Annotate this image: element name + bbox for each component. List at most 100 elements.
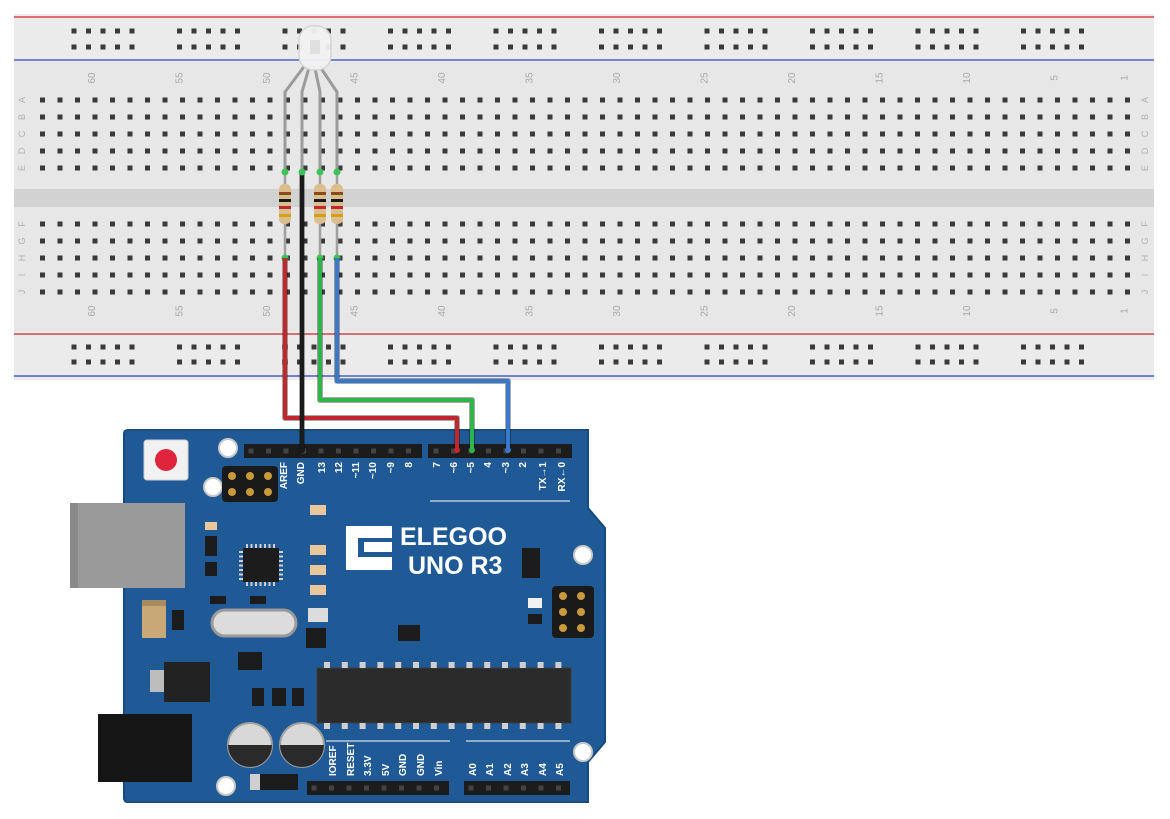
breadboard-hole	[705, 221, 710, 227]
breadboard-hole	[320, 148, 325, 154]
breadboard-hole	[792, 238, 798, 244]
breadboard-hole	[407, 221, 413, 227]
column-number: 15	[875, 305, 886, 317]
breadboard-hole	[162, 114, 168, 120]
breadboard-hole	[757, 255, 763, 261]
rail-hole	[508, 44, 513, 50]
chip-pin	[430, 662, 437, 668]
breadboard-hole	[40, 114, 45, 120]
header-pin	[318, 448, 324, 454]
breadboard-hole	[845, 221, 850, 227]
usb-chip	[243, 548, 279, 582]
breadboard-hole	[355, 238, 360, 244]
breadboard-hole	[442, 148, 448, 154]
breadboard-hole	[985, 165, 990, 171]
breadboard-hole	[92, 272, 98, 278]
rail-hole	[824, 28, 830, 34]
breadboard-hole	[740, 272, 745, 278]
breadboard-hole	[670, 221, 675, 227]
breadboard-hole	[372, 255, 378, 261]
breadboard-hole	[880, 114, 885, 120]
breadboard-hole	[442, 289, 448, 295]
breadboard-hole	[477, 255, 483, 261]
icsp-header-top	[222, 466, 278, 502]
breadboard-hole	[40, 148, 45, 154]
breadboard-hole	[722, 272, 728, 278]
breadboard-hole	[145, 255, 150, 261]
header-pin	[381, 785, 387, 791]
rail-hole	[86, 344, 91, 350]
resistor-band	[314, 199, 326, 202]
breadboard-hole	[75, 221, 80, 227]
chip-pin	[466, 723, 473, 729]
breadboard-hole	[1002, 165, 1008, 171]
tantalum-capacitor	[142, 600, 166, 638]
breadboard-hole	[1002, 255, 1008, 261]
breadboard-hole	[810, 148, 815, 154]
rail-hole	[508, 359, 513, 365]
rail-hole	[599, 344, 604, 350]
rail-hole	[839, 44, 844, 50]
chip-pin	[537, 662, 544, 668]
breadboard-hole	[652, 238, 658, 244]
rail-hole	[129, 359, 135, 365]
smd-components	[172, 505, 542, 706]
chip-pin	[502, 662, 508, 668]
breadboard-hole	[1107, 97, 1113, 103]
breadboard-hole	[495, 255, 500, 261]
breadboard-hole	[547, 238, 553, 244]
row-letter: A	[17, 97, 27, 103]
breadboard-hole	[320, 221, 325, 227]
rail-hole	[915, 28, 921, 34]
breadboard-hole	[967, 114, 973, 120]
breadboard-hole	[652, 114, 658, 120]
breadboard-hole	[355, 131, 360, 137]
breadboard-hole	[565, 255, 570, 261]
pin-label: 12	[334, 462, 345, 474]
row-letter: H	[1140, 255, 1150, 262]
smd-component	[272, 688, 286, 706]
rail-hole	[446, 344, 451, 350]
breadboard-hole	[127, 97, 133, 103]
icsp-pin	[577, 624, 585, 632]
breadboard-hole	[250, 272, 255, 278]
pin-label: Vin	[434, 761, 445, 776]
rail-hole	[613, 28, 619, 34]
breadboard-hole	[267, 221, 273, 227]
column-number: 1	[1120, 75, 1131, 81]
top-power-rail	[14, 14, 1154, 62]
breadboard-hole	[460, 131, 465, 137]
breadboard-hole	[617, 272, 623, 278]
breadboard-hole	[617, 148, 623, 154]
rail-hole	[446, 28, 451, 34]
breadboard-hole	[75, 272, 80, 278]
electrolytic-capacitor	[227, 722, 273, 768]
model-name: UNO R3	[408, 552, 502, 580]
rail-hole	[959, 28, 964, 34]
rail-hole	[642, 359, 648, 365]
breadboard-hole	[792, 165, 798, 171]
breadboard-hole	[547, 255, 553, 261]
rail-hole	[551, 28, 557, 34]
rail-hole	[340, 28, 346, 34]
breadboard-hole	[390, 221, 395, 227]
breadboard-hole	[302, 272, 308, 278]
rail-hole	[446, 359, 451, 365]
breadboard-hole	[600, 255, 605, 261]
rail-hole	[973, 44, 979, 50]
pin-label: A1	[485, 763, 496, 776]
breadboard-hole	[775, 114, 780, 120]
breadboard-hole	[1055, 289, 1060, 295]
breadboard-hole	[180, 238, 185, 244]
breadboard-hole	[845, 97, 850, 103]
breadboard-hole	[302, 165, 308, 171]
breadboard-hole	[1002, 148, 1008, 154]
breadboard-hole	[197, 97, 203, 103]
led-die	[310, 40, 320, 54]
chip-pin	[239, 578, 243, 580]
breadboard-hole	[390, 148, 395, 154]
rail-hole	[235, 344, 240, 350]
breadboard-hole	[862, 238, 868, 244]
